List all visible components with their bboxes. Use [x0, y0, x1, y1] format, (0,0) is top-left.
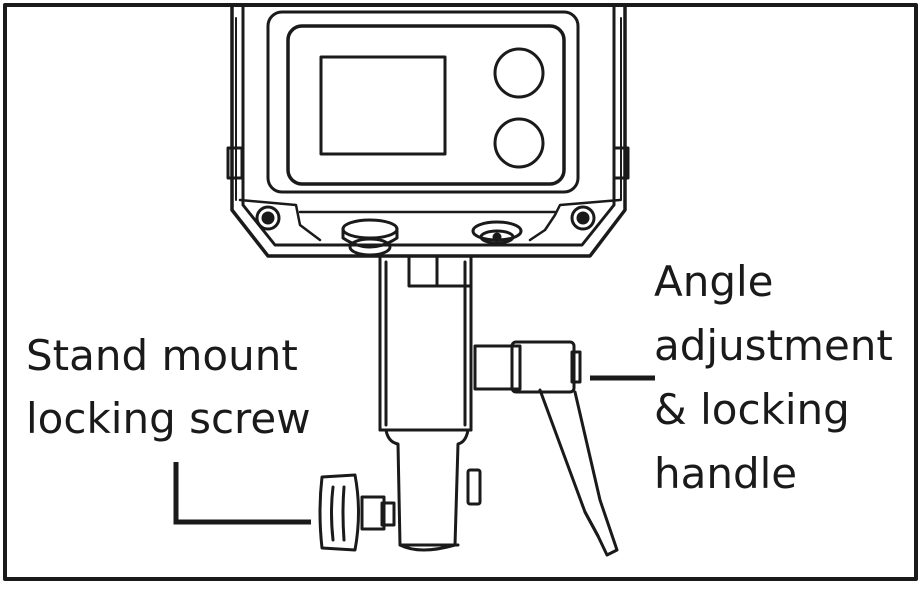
- diagram-frame: [3, 3, 918, 581]
- stand-mount-label-line-1: Stand mount: [26, 331, 298, 380]
- stand-mount-label-line-2: locking screw: [26, 394, 311, 443]
- mount-bracket: [378, 254, 473, 432]
- angle-handle-label-line-2: adjustment: [654, 321, 893, 370]
- angle-handle-label-line-4: handle: [654, 449, 798, 498]
- display-screen: [319, 55, 447, 156]
- angle-handle-label-line-3: & locking: [654, 385, 850, 434]
- angle-handle: [473, 340, 619, 557]
- stand-clamp: [384, 428, 482, 552]
- corner-screws: [255, 205, 596, 231]
- stand-locking-screw: [318, 473, 396, 552]
- control-knob-bottom: [493, 117, 545, 169]
- leader-line-stand-mount: [173, 462, 311, 525]
- angle-handle-label-line-1: Angle: [654, 257, 774, 306]
- bottom-sockets: [341, 218, 523, 257]
- control-panel: [286, 24, 566, 186]
- control-knob-top: [493, 47, 545, 99]
